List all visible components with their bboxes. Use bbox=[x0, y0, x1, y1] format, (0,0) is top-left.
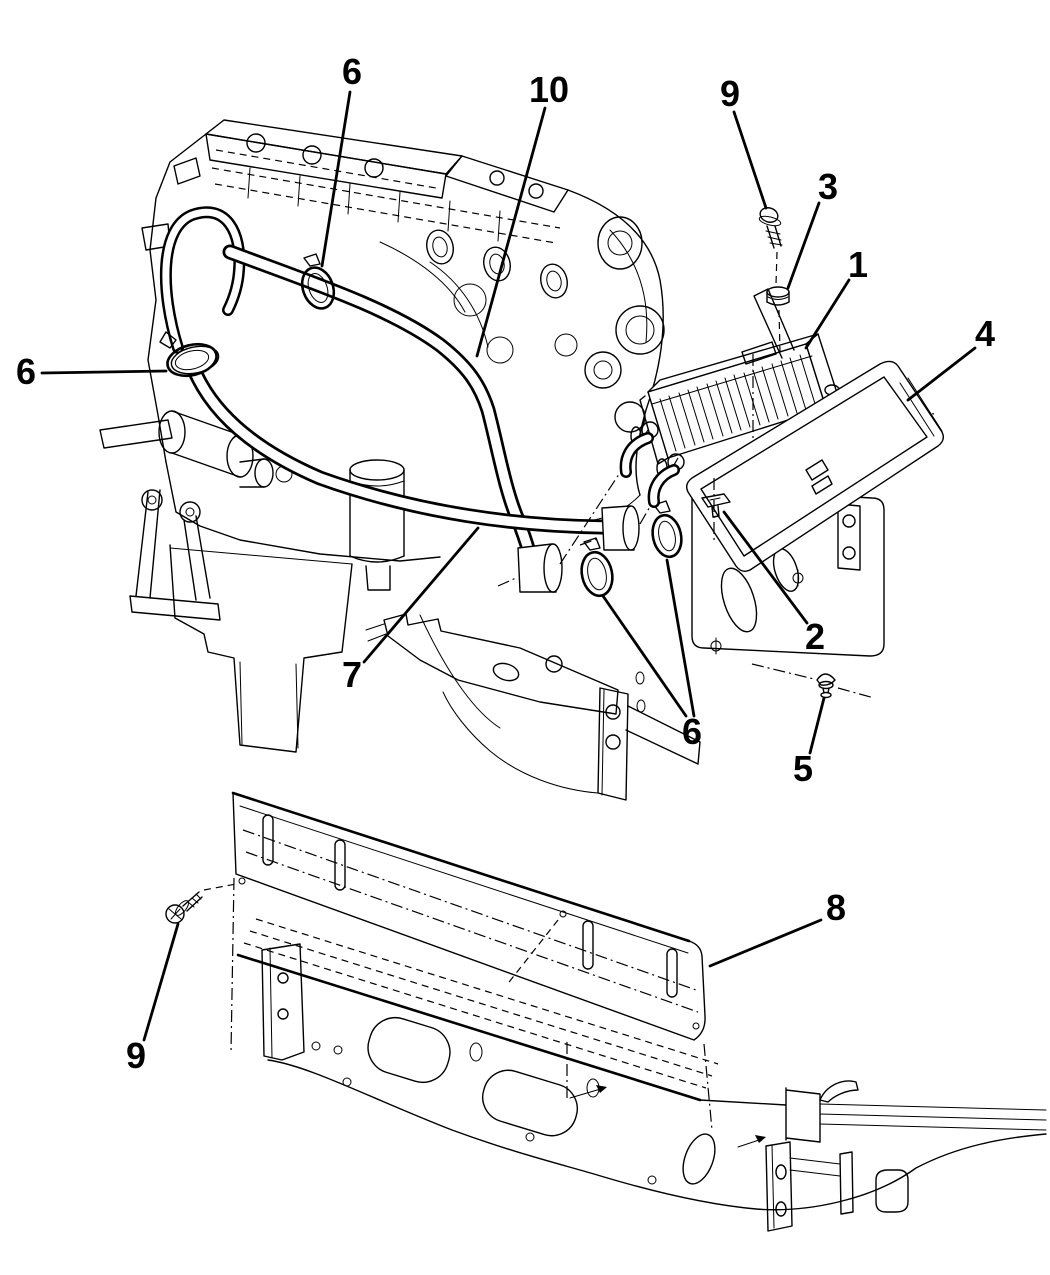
oil-pan bbox=[169, 544, 353, 753]
callout-10-label: 10 bbox=[529, 69, 569, 110]
callout-2-label: 2 bbox=[805, 616, 825, 657]
callout-6-left: 6 bbox=[16, 351, 168, 392]
retainer-clip bbox=[701, 478, 731, 540]
closure-panel bbox=[230, 791, 713, 1131]
push-pin bbox=[751, 663, 875, 699]
radiator-support bbox=[236, 918, 1047, 1232]
grommet bbox=[766, 286, 790, 353]
callout-5: 5 bbox=[793, 696, 826, 789]
callout-4: 4 bbox=[906, 313, 995, 402]
callouts: 6 6 10 9 3 1 4 7 bbox=[16, 51, 995, 1076]
callout-5-label: 5 bbox=[793, 748, 813, 789]
air-seal bbox=[685, 360, 945, 573]
frame-rail-upper-view bbox=[365, 613, 701, 801]
core-fins bbox=[659, 354, 817, 452]
callout-6-top-label: 6 bbox=[342, 51, 362, 92]
callout-2: 2 bbox=[722, 510, 825, 657]
hose-clamp-mid-left bbox=[580, 537, 614, 598]
callout-1: 1 bbox=[804, 244, 868, 350]
callout-6-mid-label: 6 bbox=[682, 711, 702, 752]
engine-assembly-view bbox=[99, 119, 945, 801]
hose-clamp-left bbox=[159, 331, 218, 378]
oil-filter bbox=[349, 459, 405, 591]
callout-8: 8 bbox=[708, 887, 846, 968]
heater-hoses bbox=[159, 206, 610, 560]
callout-9-top: 9 bbox=[720, 73, 768, 210]
callout-6-mid: 6 bbox=[601, 558, 702, 752]
callout-7-label: 7 bbox=[342, 654, 362, 695]
callout-8-label: 8 bbox=[826, 887, 846, 928]
hose-clamp-mid-right bbox=[651, 500, 683, 559]
closure-panel-view bbox=[165, 791, 1047, 1232]
callout-9-bottom: 9 bbox=[126, 922, 180, 1076]
hose-ends bbox=[497, 429, 679, 593]
callout-9-bottom-label: 9 bbox=[126, 1035, 146, 1076]
callout-4-label: 4 bbox=[975, 313, 995, 354]
callout-7: 7 bbox=[342, 526, 480, 695]
callout-6-left-label: 6 bbox=[16, 351, 36, 392]
hose-clamp-top bbox=[300, 253, 336, 310]
screw-top bbox=[758, 207, 783, 285]
callout-3: 3 bbox=[786, 166, 838, 290]
callout-6-top: 6 bbox=[320, 51, 362, 268]
hose-clamps bbox=[159, 253, 683, 598]
screw-bottom bbox=[165, 883, 237, 924]
callout-10: 10 bbox=[475, 69, 569, 358]
callout-1-label: 1 bbox=[848, 244, 868, 285]
callout-9-top-label: 9 bbox=[720, 73, 740, 114]
intake-ports bbox=[426, 229, 568, 299]
engine-mount-bracket bbox=[99, 419, 221, 621]
callout-3-label: 3 bbox=[818, 166, 838, 207]
